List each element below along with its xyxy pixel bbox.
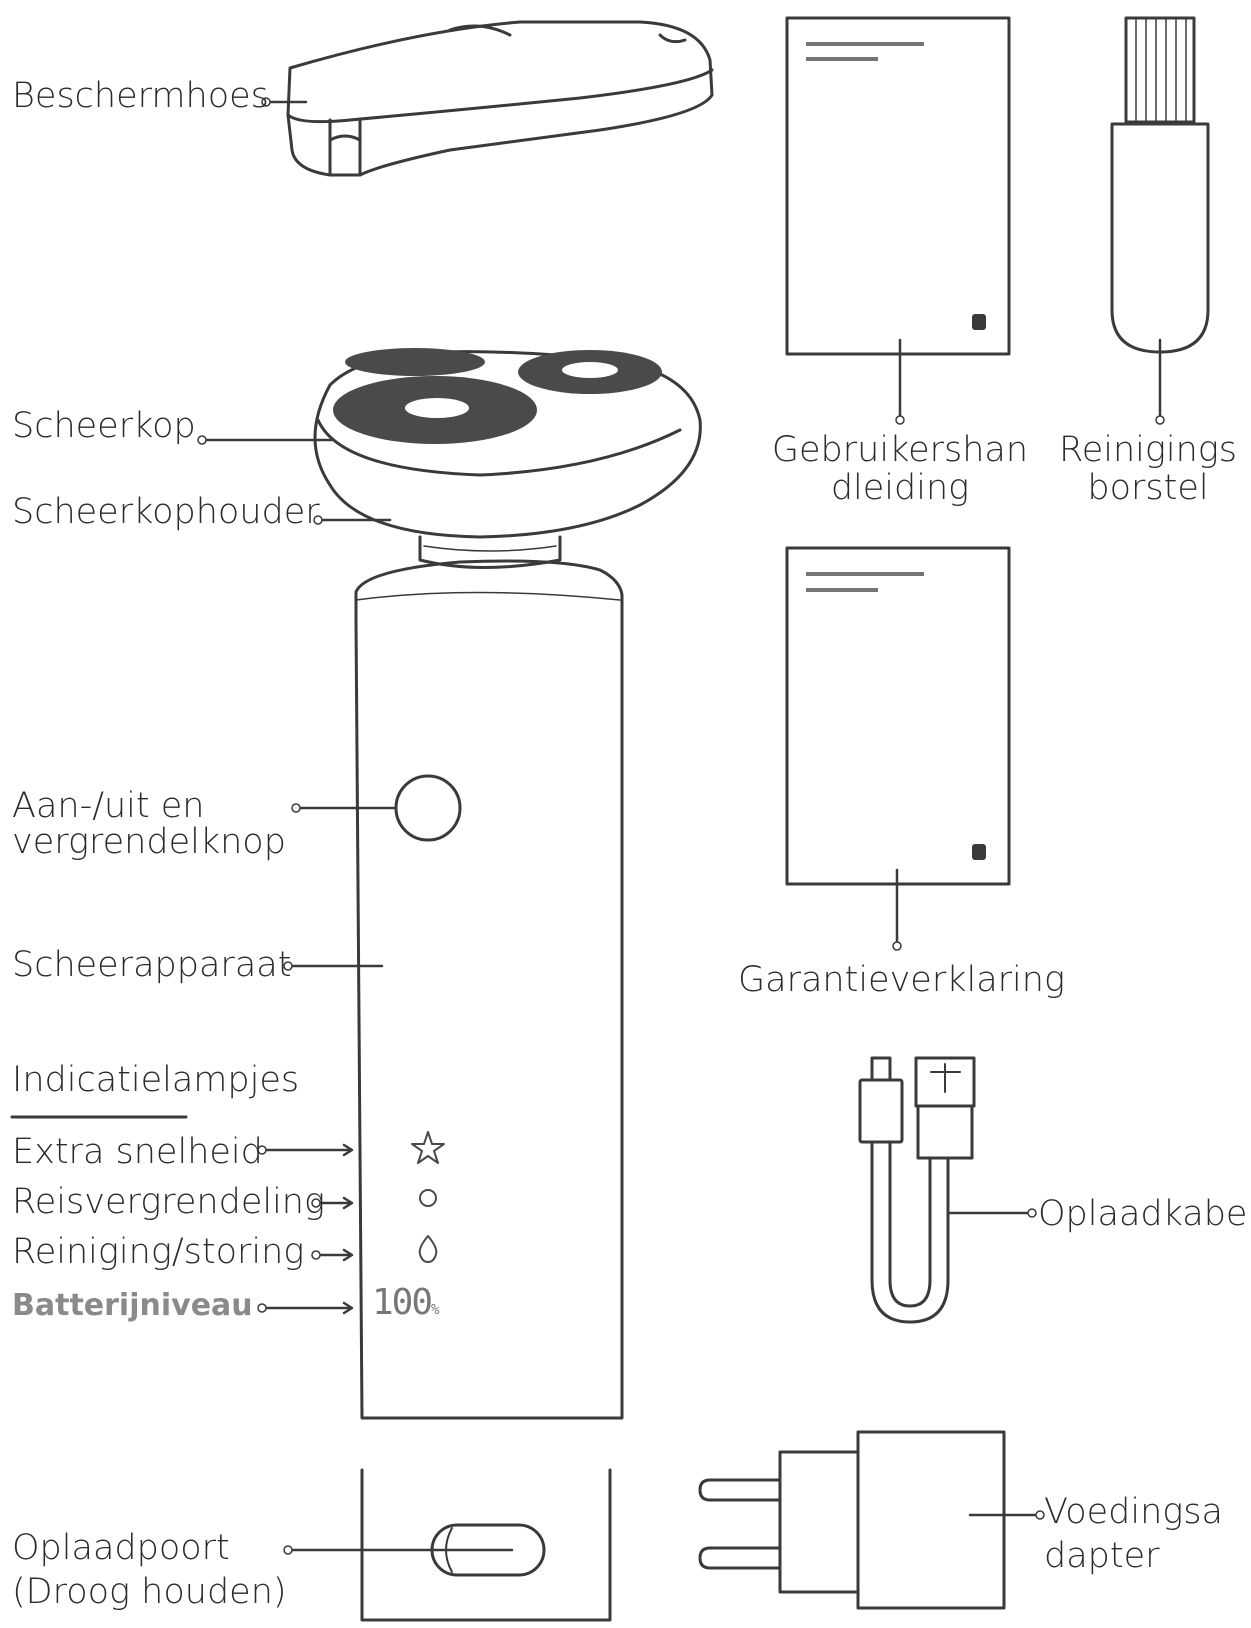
label-power-adapter-line1: Voedingsa (1044, 1492, 1223, 1532)
leader-lines (197, 97, 514, 1555)
label-battery-level: Batterijniveau (12, 1288, 253, 1323)
label-warranty: Garantieverklaring (738, 960, 1065, 1000)
user-manual-illustration (785, 16, 1011, 425)
label-head-holder: Scheerkophouder (12, 492, 320, 532)
battery-display: 100% (372, 1282, 440, 1328)
label-charging-cable: Oplaadkabel (1038, 1194, 1251, 1234)
label-power-adapter-line2: dapter (1044, 1536, 1160, 1576)
label-cleaning-brush-line1: Reinigings (1058, 430, 1238, 470)
protective-cover-illustration (286, 20, 714, 177)
label-power-button-line1: Aan-/uit en (12, 786, 205, 826)
power-adapter-illustration (698, 1430, 1045, 1610)
label-indicators-heading: Indicatielampjes (12, 1060, 300, 1100)
charging-cable-illustration (858, 1056, 1037, 1324)
shaver-blades (333, 348, 662, 444)
star-icon (411, 1131, 445, 1164)
charging-port-illustration (360, 1468, 612, 1622)
label-shaver-body: Scheerapparaat (12, 945, 292, 985)
warranty-card-illustration (785, 546, 1011, 951)
label-user-manual-line1: Gebruikershan (771, 430, 1029, 470)
manual-text-dots (806, 42, 986, 330)
battery-display-unit: % (431, 1302, 440, 1318)
indicator-icons (411, 1131, 445, 1263)
label-cleaning-brush-line2: borstel (1087, 468, 1209, 508)
label-extra-speed: Extra snelheid (12, 1132, 263, 1172)
label-user-manual-line2: dleiding (830, 468, 970, 508)
battery-display-value: 100 (372, 1282, 433, 1323)
label-charging-port-line2: (Droog houden) (12, 1572, 287, 1612)
label-travel-lock: Reisvergrendeling (12, 1182, 325, 1222)
shaver-head-illustration (313, 350, 702, 539)
lock-icon (419, 1189, 437, 1207)
cleaning-brush-illustration (1110, 16, 1210, 425)
label-power-button-line2: vergrendelknop (12, 822, 286, 862)
label-shaver-head: Scheerkop (12, 406, 196, 446)
label-cleaning-fault: Reiniging/storing (12, 1232, 305, 1272)
label-charging-port-line1: Oplaadpoort (12, 1528, 230, 1568)
warranty-text-dots (806, 572, 986, 860)
label-protective-cover: Beschermhoes (12, 76, 269, 116)
drop-icon (418, 1235, 438, 1263)
